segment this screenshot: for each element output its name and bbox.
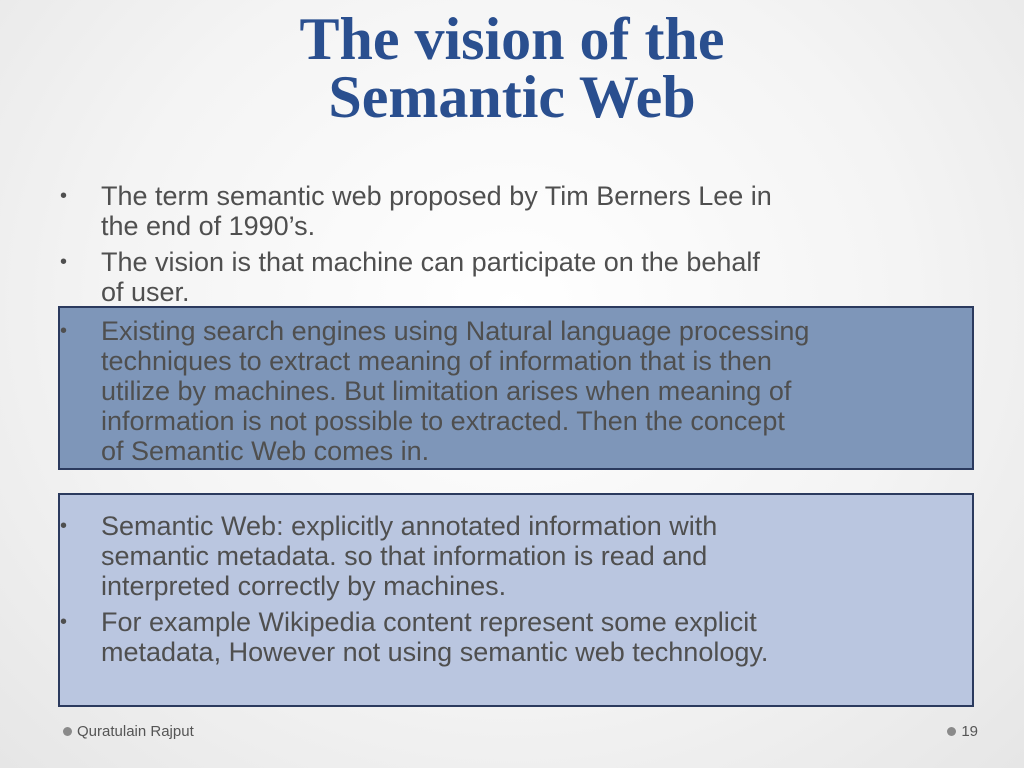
bullet-text-line: techniques to extract meaning of informa… <box>101 346 772 376</box>
highlight-box-light <box>58 493 974 707</box>
footer-author-text: Quratulain Rajput <box>77 723 194 740</box>
bullet-text-line: the end of 1990’s. <box>101 211 316 241</box>
footer-author: Quratulain Rajput <box>63 723 194 740</box>
bullet-text-line: of user. <box>101 277 190 307</box>
bullet-list-middle: • Existing search engines using Natural … <box>60 316 990 472</box>
bullet-text-line: The vision is that machine can participa… <box>101 247 760 277</box>
bullet-text-line: The term semantic web proposed by Tim Be… <box>101 181 772 211</box>
footer-page-number: 19 <box>947 723 978 740</box>
bullet-item: • The vision is that machine can partici… <box>60 247 941 307</box>
bullet-dot: • <box>60 611 68 633</box>
bullet-text-line: information is not possible to extracted… <box>101 406 785 436</box>
bullet-dot: • <box>60 251 68 273</box>
footer-page-number-text: 19 <box>961 723 978 740</box>
footer-dot-icon <box>947 727 957 736</box>
bullet-dot: • <box>60 185 68 207</box>
bullet-text-line: Semantic Web: explicitly annotated infor… <box>101 511 718 541</box>
bullet-dot: • <box>60 320 68 342</box>
bullet-text-line: metadata, However not using semantic web… <box>101 637 769 667</box>
bullet-text-line: of Semantic Web comes in. <box>101 436 430 466</box>
bullet-item: • Existing search engines using Natural … <box>60 316 986 466</box>
bullet-text-line: For example Wikipedia content represent … <box>101 607 757 637</box>
slide-title-line-2: Semantic Web <box>328 64 696 130</box>
footer-dot-icon <box>63 727 72 736</box>
bullet-item: • Semantic Web: explicitly annotated inf… <box>60 511 986 601</box>
highlight-box-dark <box>58 306 974 470</box>
bullet-text-line: utilize by machines. But limitation aris… <box>101 376 792 406</box>
bullet-dot: • <box>60 515 68 537</box>
bullet-text-line: semantic metadata. so that information i… <box>101 541 708 571</box>
bullet-item: • For example Wikipedia content represen… <box>60 607 986 667</box>
bullet-text-line: Existing search engines using Natural la… <box>101 316 810 346</box>
bullet-list-bottom: • Semantic Web: explicitly annotated inf… <box>60 511 990 673</box>
slide-title: The vision of the Semantic Web <box>0 6 1024 130</box>
bullet-list-top: • The term semantic web proposed by Tim … <box>60 181 940 313</box>
bullet-text-line: interpreted correctly by machines. <box>101 571 507 601</box>
bullet-item: • The term semantic web proposed by Tim … <box>60 181 941 241</box>
slide-title-line-1: The vision of the <box>299 6 725 72</box>
